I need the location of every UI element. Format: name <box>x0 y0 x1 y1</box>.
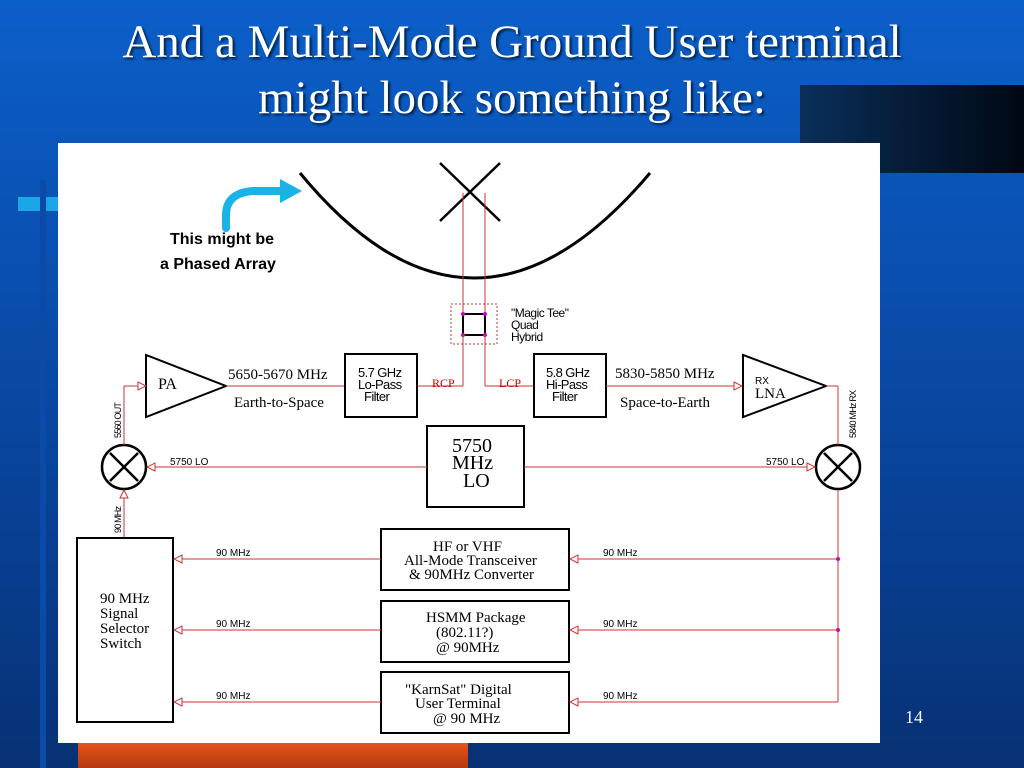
karnsat-line-2: User Terminal <box>415 696 501 712</box>
decorative-left-rule <box>40 180 46 768</box>
pa-label: PA <box>158 376 177 393</box>
selector-line-4: Switch <box>100 636 142 652</box>
lo-right-label: 5750 LO <box>766 457 805 468</box>
transceiver-box <box>380 528 570 591</box>
page-number: 14 <box>905 707 923 727</box>
hi-pass-filter-line-3: Filter <box>552 389 579 404</box>
callout-arrowhead-icon <box>280 179 302 203</box>
path-label-left-1: 90 MHz <box>216 548 250 559</box>
lo-box-line-3: LO <box>463 470 490 492</box>
junction-dot <box>483 312 487 316</box>
tx-out-label: 5560 OUT <box>113 402 123 438</box>
path-label-left-2: 90 MHz <box>216 619 250 630</box>
lna-amplifier <box>742 353 829 419</box>
selector-line-1: 90 MHz <box>100 591 150 607</box>
lo-pass-filter-line-3: Filter <box>364 389 391 404</box>
lo-box-line-2: MHz <box>452 452 493 474</box>
downlink-frequency: 5830-5850 MHz <box>615 366 715 382</box>
hsmm-package-box <box>380 600 570 663</box>
path-label-left-3: 90 MHz <box>216 691 250 702</box>
path-label-right-1: 90 MHz <box>603 548 637 559</box>
magic-tee-outline <box>450 303 498 345</box>
terminal-block-diagram: This might be a Phased Array "Magic Tee"… <box>76 162 862 734</box>
magic-tee-label-line-1: "Magic Tee" <box>511 306 569 320</box>
path-label-right-3: 90 MHz <box>603 691 637 702</box>
hsmm-line-2: (802.11?) <box>436 625 493 641</box>
karnsat-line-3: @ 90 MHz <box>433 711 500 727</box>
lo-pass-filter-line-2: Lo-Pass <box>358 377 403 392</box>
magic-tee-label-line-2: Quad <box>511 318 538 332</box>
slide-title-line-2: might look something like: <box>258 72 766 124</box>
rcp-label: RCP <box>432 376 455 390</box>
slide-title: And a Multi-Mode Ground User terminal mi… <box>0 14 1024 126</box>
hsmm-line-1: HSMM Package <box>426 610 526 626</box>
phased-array-note-line-1: This might be <box>170 231 274 248</box>
path-label-right-2: 90 MHz <box>603 619 637 630</box>
transceiver-line-1: HF or VHF <box>433 539 502 555</box>
selector-line-2: Signal <box>100 606 138 622</box>
lo-pass-filter-line-1: 5.7 GHz <box>358 365 402 380</box>
karnsat-line-1: "KarnSat" Digital <box>405 682 512 698</box>
junction-dot <box>461 312 465 316</box>
hi-pass-filter-line-1: 5.8 GHz <box>546 365 590 380</box>
decorative-orange-bar <box>78 742 468 768</box>
dish-reflector <box>298 172 652 280</box>
lo-pass-filter <box>344 353 418 418</box>
rx-in-label: 5840 MHz RX <box>848 390 858 438</box>
lo-box-line-1: 5750 <box>452 435 492 457</box>
magic-tee-label-line-3: Hybrid <box>511 330 543 344</box>
signal-selector-switch <box>76 537 174 723</box>
uplink-frequency: 5650-5670 MHz <box>228 367 328 383</box>
uplink-direction: Earth-to-Space <box>234 395 324 411</box>
transceiver-line-3: & 90MHz Converter <box>409 567 534 583</box>
hi-pass-filter-line-2: Hi-Pass <box>546 377 588 392</box>
hi-pass-filter <box>533 353 607 418</box>
magic-tee-hybrid <box>462 313 486 336</box>
downlink-direction: Space-to-Earth <box>620 395 710 411</box>
transceiver-line-2: All-Mode Transceiver <box>404 553 537 569</box>
phased-array-note-line-2: a Phased Array <box>160 256 276 273</box>
receive-mixer-x-b <box>823 452 853 482</box>
diagram-panel: This might be a Phased Array "Magic Tee"… <box>58 143 880 743</box>
hsmm-line-3: @ 90MHz <box>436 640 500 656</box>
lna-label: LNA <box>755 386 786 402</box>
if-vertical-label: 90 MHz <box>113 505 123 533</box>
slide-title-line-1: And a Multi-Mode Ground User terminal <box>122 16 902 68</box>
lcp-label: LCP <box>499 376 521 390</box>
callout-arrow-icon <box>222 187 288 232</box>
lo-left-label: 5750 LO <box>170 457 209 468</box>
rx-label: RX <box>755 376 769 387</box>
transmit-mixer-x-b <box>109 452 139 482</box>
selector-line-3: Selector <box>100 621 149 637</box>
antenna-feed-line-b <box>439 162 501 222</box>
